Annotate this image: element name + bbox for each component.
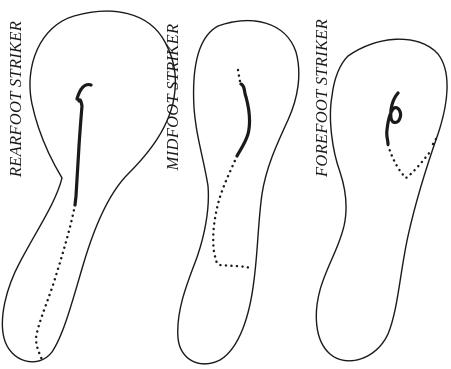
midfoot-striker-panel: MIDFOOT STRIKER: [163, 21, 299, 364]
rearfoot-pressure-path-solid: [75, 85, 91, 205]
forefoot-pressure-path-solid: [387, 93, 401, 144]
forefoot-striker-label: FOREFOOT STRIKER: [312, 19, 331, 178]
midfoot-pressure-path-dotted: [213, 70, 250, 268]
midfoot-foot-outline: [178, 21, 299, 364]
forefoot-foot-outline: [316, 39, 447, 361]
midfoot-pressure-path-solid: [237, 84, 249, 156]
rearfoot-foot-outline: [2, 11, 175, 362]
midfoot-striker-label: MIDFOOT STRIKER: [163, 24, 182, 172]
rearfoot-striker-label: REARFOOT STRIKER: [6, 21, 25, 178]
rearfoot-striker-panel: REARFOOT STRIKER: [2, 11, 175, 362]
rearfoot-pressure-path-dotted: [36, 205, 75, 360]
forefoot-striker-panel: FOREFOOT STRIKER: [312, 19, 447, 361]
forefoot-pressure-path-dotted: [388, 139, 436, 178]
